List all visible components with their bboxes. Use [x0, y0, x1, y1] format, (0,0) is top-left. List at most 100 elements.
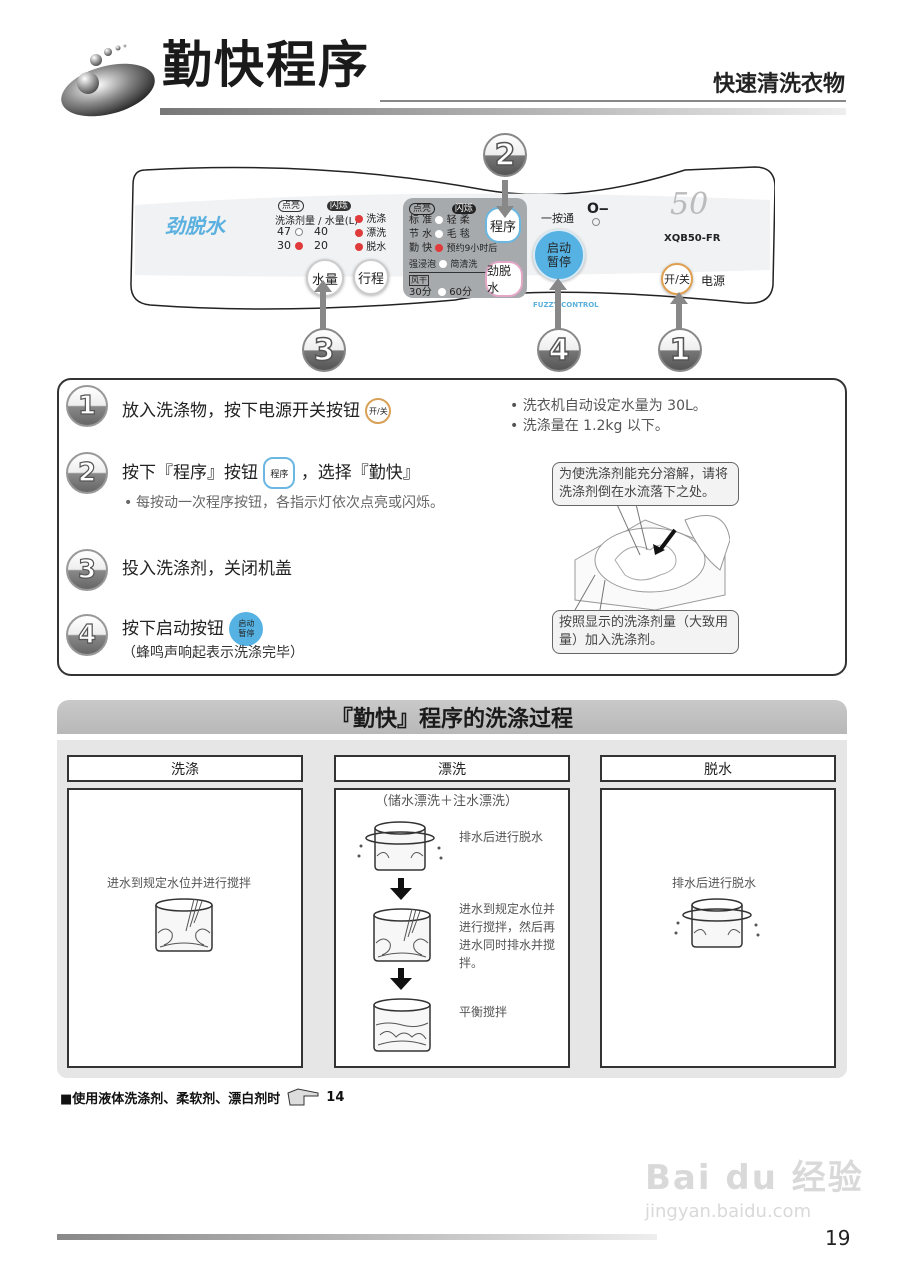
callout-arrow-3	[320, 290, 326, 332]
tub-spinning-icon-2	[674, 898, 760, 948]
stage-wash: 洗涤	[366, 214, 387, 225]
dry-30: 30分	[409, 287, 432, 298]
column-header-spin: 脱水	[600, 755, 836, 782]
callout-arrowhead-3	[314, 280, 332, 292]
rinse-step-1: 排水后进行脱水	[459, 830, 544, 844]
brand-logo: 劲脱水	[165, 214, 225, 238]
step-2-program-icon: 程序	[263, 457, 296, 489]
step-4-number: 4	[66, 614, 108, 656]
program-gentle: 轻 柔	[446, 215, 470, 226]
step-2-label-a: 按下『程序』按钮	[122, 463, 258, 483]
page-subtitle: 快速清洗衣物	[712, 72, 845, 97]
liquid-detergent-note: ■使用液体洗涤剂、柔软剂、漂白剂时 14	[60, 1087, 344, 1107]
water-level-20: 20	[314, 239, 328, 252]
facts-list: • 洗衣机自动设定水量为 30L。 • 洗涤量在 1.2kg 以下。	[510, 398, 707, 434]
program-blink-label: 闪烁	[451, 204, 476, 214]
control-panel: 劲脱水 点亮 闪烁 洗涤剂量 / 水量(L) 47 40 30 20 洗涤 漂洗…	[125, 165, 775, 315]
watermark-brand: Bai du 经验	[645, 1158, 864, 1198]
start-label: 启动	[546, 241, 571, 255]
wash-caption: 进水到规定水位并进行搅拌	[107, 876, 252, 890]
step-1-power-icon: 开/关	[365, 398, 392, 424]
tip-bubble-top: 为使洗涤剂能充分溶解，请将洗涤剂倒在水流落下之处。	[552, 462, 739, 506]
callout-1: 1	[658, 328, 702, 372]
tip-bubble-bottom: 按照显示的洗涤剂量（大致用量）加入洗涤剂。	[552, 610, 739, 654]
spin-button[interactable]: 劲脱水	[485, 261, 523, 297]
note-text: ■使用液体洗涤剂、柔软剂、漂白剂时	[60, 1091, 281, 1107]
step-4-label: 按下启动按钮	[122, 619, 224, 639]
column-header-rinse: 漂洗	[334, 755, 570, 782]
stage-spin: 脱水	[366, 242, 387, 253]
callout-arrowhead-1	[670, 292, 688, 304]
led-water-30	[294, 242, 303, 250]
callout-arrow-1	[676, 302, 682, 332]
program-soak: 强浸泡	[409, 260, 437, 270]
rinse-step-2: 进水到规定水位并进行搅拌，然后再进水同时排水并搅拌。	[459, 902, 556, 970]
start-pause-button[interactable]: 启动 暂停	[533, 229, 585, 281]
program-simple: 简清洗	[450, 260, 478, 270]
column-header-wash: 洗涤	[67, 755, 303, 782]
course-button[interactable]: 行程	[353, 259, 389, 295]
led-wash	[355, 215, 363, 223]
led-quick	[435, 244, 444, 252]
program-quick: 勤 快	[409, 243, 433, 254]
dry-label: 风干	[409, 275, 429, 286]
step-4-start-icon-b: 暂停	[238, 629, 255, 638]
program-eco: 节 水	[409, 229, 433, 240]
power-button[interactable]: 开/关	[661, 263, 693, 295]
model-label: XQB50-FR	[664, 233, 721, 244]
callout-arrowhead-4	[549, 278, 567, 290]
dry-60: 60分	[449, 287, 473, 298]
program-delay: 预约9小时后	[446, 244, 498, 254]
footer-bar	[57, 1234, 657, 1240]
logo-icon	[61, 44, 155, 117]
note-page-ref[interactable]: 14	[326, 1089, 345, 1105]
water-level-40: 40	[314, 225, 328, 238]
callout-arrow-4	[555, 288, 561, 332]
water-header: 洗涤剂量 / 水量(L)	[275, 216, 359, 227]
watermark-url: jingyan.baidu.com	[645, 1201, 812, 1222]
fuzzy-control-logo: FUZZY CONTROL	[533, 301, 599, 309]
water-level-30: 30	[277, 239, 291, 252]
key-lock-icon: O‒	[587, 201, 609, 217]
fact-load: 洗涤量在 1.2kg 以下。	[522, 418, 669, 434]
header-bar	[160, 108, 846, 115]
program-blanket: 毛 毯	[446, 229, 470, 240]
capacity-label: 50	[670, 187, 709, 222]
step-3-number: 3	[66, 549, 108, 591]
one-touch-label: 一按通	[541, 212, 574, 225]
program-standard: 标 准	[409, 215, 433, 226]
step-4-start-icon: 启动 暂停	[229, 612, 264, 646]
tub-balance-icon	[373, 998, 431, 1052]
spin-caption: 排水后进行脱水	[672, 876, 757, 890]
callout-arrowhead-2	[496, 206, 514, 218]
callout-arrow-2	[502, 180, 508, 210]
step-2-number: 2	[66, 452, 108, 494]
step-2-text: 按下『程序』按钮 程序 ，选择『勤快』	[122, 457, 420, 489]
key-lock-led	[592, 218, 600, 226]
blink-label: 闪烁	[326, 201, 351, 211]
rinse-subtitle: （储水漂洗＋注水漂洗）	[375, 794, 519, 809]
step-1-text: 放入洗涤物，按下电源开关按钮 开/关	[122, 396, 392, 424]
fact-water: 洗衣机自动设定水量为 30L。	[522, 398, 707, 414]
tub-filling-icon	[155, 898, 213, 952]
rinse-step-3: 平衡搅拌	[459, 1005, 508, 1019]
steps-box	[57, 378, 847, 676]
step-1-number: 1	[66, 385, 108, 427]
callout-2: 2	[483, 133, 527, 177]
step-2-note: •每按动一次程序按钮，各指示灯依次点亮或闪烁。	[124, 495, 444, 511]
step-4-text: 按下启动按钮 启动 暂停	[122, 612, 264, 646]
lit-label: 点亮	[278, 200, 305, 212]
step-2-label-b: ，选择『勤快』	[300, 463, 420, 483]
led-rinse	[355, 229, 363, 237]
step-4-start-icon-a: 启动	[238, 619, 255, 628]
down-arrow-icon	[390, 878, 412, 900]
step-2-note-text: 每按动一次程序按钮，各指示灯依次点亮或闪烁。	[136, 495, 444, 511]
program-lit-label: 点亮	[409, 203, 436, 215]
led-water-47	[294, 228, 303, 236]
down-arrow-icon-2	[390, 968, 412, 990]
tub-filling-icon-2	[373, 908, 431, 962]
page-number: 19	[825, 1226, 851, 1250]
tub-spinning-icon	[357, 821, 443, 871]
callout-3: 3	[302, 328, 346, 372]
page-title: 勤快程序	[162, 36, 370, 94]
